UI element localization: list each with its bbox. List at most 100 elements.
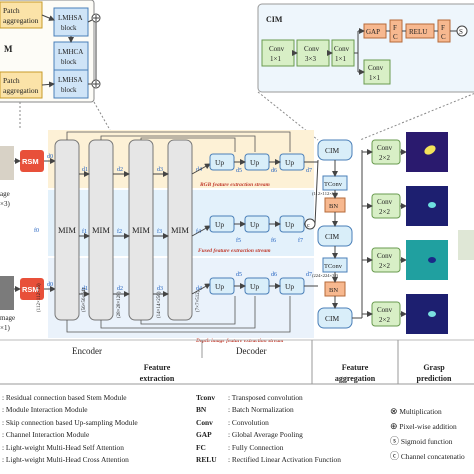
legend-up: : Skip connection based Up-sampling Modu… <box>2 417 138 427</box>
legend-lmhca: : Light-weight Multi-Head Cross Attentio… <box>2 455 129 465</box>
encoder-label: Encoder <box>72 346 102 356</box>
svg-text:Conv: Conv <box>377 306 393 314</box>
svg-text:MIM: MIM <box>132 225 150 235</box>
svg-text:d3: d3 <box>157 286 163 292</box>
svg-text:block: block <box>61 58 77 66</box>
svg-text:aggregation: aggregation <box>3 86 39 95</box>
multiplication-icon: ⊗ <box>390 406 398 416</box>
svg-text:GAP: GAP <box>366 28 380 36</box>
svg-text:Up: Up <box>215 220 224 229</box>
rgb-input-image <box>0 146 14 180</box>
svg-text:(7×7×512): (7×7×512) <box>196 290 201 312</box>
svg-text:LMHSA: LMHSA <box>58 14 83 22</box>
svg-text:RGB feature extraction stream: RGB feature extraction stream <box>199 182 271 188</box>
svg-text:(28×28×128): (28×28×128) <box>117 291 122 318</box>
svg-text:MIM: MIM <box>92 225 110 235</box>
svg-text:d5: d5 <box>236 168 242 174</box>
svg-text:BN: BN <box>329 203 338 210</box>
svg-text:aggregation: aggregation <box>3 16 39 25</box>
svg-text:Conv: Conv <box>377 252 393 260</box>
cim-conv-short-box <box>363 59 391 85</box>
svg-text:d1: d1 <box>82 286 88 292</box>
cim-conv1x1-box <box>261 39 295 67</box>
svg-text:LMHCA: LMHCA <box>58 48 83 56</box>
lmhsa-block-1 <box>53 7 89 37</box>
svg-text:(56×56×64): (56×56×64) <box>82 288 87 312</box>
svg-text:×1): ×1) <box>0 324 10 332</box>
svg-text:MIM: MIM <box>171 225 189 235</box>
svg-text:block: block <box>61 86 77 94</box>
svg-text:C: C <box>441 33 446 41</box>
svg-text:Patch: Patch <box>3 76 20 85</box>
svg-text:3×3: 3×3 <box>305 55 316 63</box>
svg-text:2×2: 2×2 <box>379 262 390 270</box>
svg-text:1×1: 1×1 <box>335 55 346 63</box>
svg-text:f1: f1 <box>82 228 87 235</box>
svg-text:Up: Up <box>285 282 294 291</box>
rsm-rgb-box <box>20 150 44 172</box>
depth-input-image <box>0 276 14 310</box>
svg-text:RSM: RSM <box>22 285 39 294</box>
svg-text:Conv: Conv <box>334 45 350 53</box>
lmhsa-block-2 <box>53 69 89 99</box>
svg-text:d0: d0 <box>47 282 53 288</box>
svg-text:Depth image feature extraction: Depth image feature extraction stream <box>195 338 284 344</box>
svg-text:LMHSA: LMHSA <box>58 76 83 84</box>
legend-mid: Tconv: Transposed convolution BN: Batch … <box>196 392 341 466</box>
svg-text:age: age <box>0 190 10 198</box>
sigmoid-legend-icon: ⓢ <box>390 436 400 446</box>
legend-rsm: : Residual connection based Stem Module <box>2 393 127 402</box>
svg-text:×3): ×3) <box>0 200 10 208</box>
svg-text:Up: Up <box>250 158 259 167</box>
svg-text:(112×112×16): (112×112×16) <box>37 283 42 312</box>
feature-aggregation-label: Feature aggregation <box>334 363 376 383</box>
svg-text:d6: d6 <box>271 168 277 174</box>
legend-conv: Conv: Convolution <box>196 417 269 427</box>
patch-aggregation-label-1: Patch <box>3 6 20 15</box>
svg-text:f7: f7 <box>298 237 303 244</box>
svg-text:f0: f0 <box>34 227 39 234</box>
svg-text:F: F <box>441 24 445 32</box>
svg-text:d1: d1 <box>82 167 88 173</box>
concat-legend-icon: ⓒ <box>390 451 400 461</box>
legend-addition: ⊕ Pixel-wise addition <box>390 421 457 431</box>
svg-text:C: C <box>393 33 398 41</box>
legend-left: : Residual connection based Stem Module … <box>2 392 138 466</box>
svg-text:CIM: CIM <box>325 232 340 241</box>
svg-text:(112×112×16): (112×112×16) <box>312 191 338 196</box>
svg-text:RSM: RSM <box>22 157 39 166</box>
feature-extraction-label: Feature extraction <box>139 363 175 383</box>
svg-text:F: F <box>393 24 397 32</box>
svg-text:Conv: Conv <box>377 198 393 206</box>
mim-detail-panel: M Patch aggregation LMHSA block LMHCA bl… <box>0 0 101 103</box>
patch-aggregation-box-1 <box>0 1 43 29</box>
svg-text:f5: f5 <box>236 237 241 244</box>
svg-text:(224×224×32): (224×224×32) <box>312 273 339 278</box>
svg-text:Conv: Conv <box>377 144 393 152</box>
legend-concat: ⓒ Channel concatenatio <box>390 451 465 461</box>
grasp-prediction-label: Grasp prediction <box>416 363 452 383</box>
svg-text:Up: Up <box>285 158 294 167</box>
svg-text:Up: Up <box>215 282 224 291</box>
svg-text:d3: d3 <box>157 167 163 173</box>
legend-sigmoid: ⓢ Sigmoid function <box>390 436 453 446</box>
svg-text:CIM: CIM <box>325 314 340 323</box>
svg-text:d0: d0 <box>47 154 53 160</box>
svg-text:Conv: Conv <box>368 64 384 72</box>
decoder-label: Decoder <box>236 346 267 356</box>
svg-text:Up: Up <box>250 282 259 291</box>
legend-fc: FC: Fully Connection <box>196 442 284 452</box>
svg-text:RELU: RELU <box>409 28 427 36</box>
legend-lmhsa: : Light-weight Multi-Head Self Attention <box>2 442 124 452</box>
rsm-depth-box <box>20 278 44 300</box>
svg-text:CIM: CIM <box>325 146 340 155</box>
mim-detail-label: M <box>4 44 13 54</box>
svg-text:2×2: 2×2 <box>379 316 390 324</box>
svg-text:1×1: 1×1 <box>369 74 380 82</box>
output-map-width <box>406 294 448 334</box>
legend-multiplication: ⊗ Multiplication <box>390 406 442 416</box>
decoder-up-blocks: Up Up Up Up Up Up Up Up Up <box>209 153 305 295</box>
svg-text:f6: f6 <box>271 237 276 244</box>
legend-gap: GAP: Global Average Pooling <box>196 430 303 440</box>
